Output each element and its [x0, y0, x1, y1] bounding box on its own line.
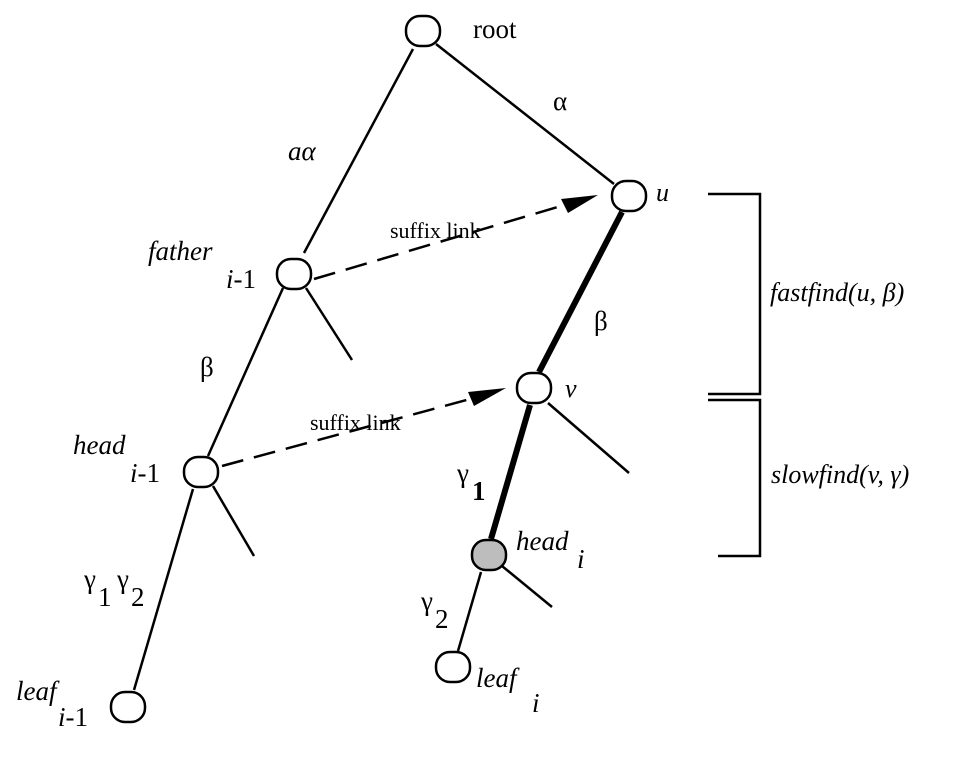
label-leaf-i: leaf [476, 663, 517, 693]
label-edge-v-head-sub: 1 [472, 476, 486, 506]
suffix-link-arrowhead-1 [561, 195, 598, 213]
fastfind-bracket [708, 192, 762, 396]
label-edge-root-u: α [553, 86, 568, 116]
label-head-i: head [516, 526, 569, 556]
node-leaf-i [434, 650, 472, 684]
label-v: v [565, 374, 577, 403]
label-edge-head-leaf-b-sub: 2 [131, 582, 145, 612]
label-root: root [473, 14, 517, 44]
label-edge-head-leaf-b: γ [117, 564, 129, 594]
edge-u-v [536, 210, 625, 374]
label-edge-u-v: β [594, 306, 608, 336]
label-edge-head-leaf-a: γ [84, 564, 96, 594]
label-edge-headi-leafi-sub: 2 [435, 604, 449, 634]
suffix-link-arrowhead-2 [468, 388, 506, 406]
edge-root-father [302, 48, 415, 254]
edge-head-leaf [132, 488, 195, 691]
label-edge-father-head: β [200, 352, 214, 382]
label-head-prev: head [73, 430, 126, 460]
edge-v-headi [488, 404, 533, 540]
label-slowfind: slowfind(v, γ) [771, 460, 910, 489]
node-leaf-prev [109, 690, 147, 724]
edge-root-u [435, 43, 615, 185]
label-u: u [656, 178, 669, 207]
suffix-link-arrow-1 [313, 202, 569, 281]
node-father [275, 257, 313, 291]
label-edge-root-father: aα [288, 136, 316, 166]
label-suffix-link-1: suffix link [390, 218, 481, 243]
edge-father-stub [304, 287, 354, 361]
label-father: father [148, 236, 213, 266]
node-root [404, 14, 442, 48]
label-suffix-link-2: suffix link [310, 410, 401, 435]
label-head-prev-sub: i-1 [130, 458, 161, 488]
label-leaf-prev: leaf [16, 676, 57, 706]
edge-headi-leafi [456, 571, 483, 652]
edge-headi-stub [501, 565, 553, 608]
label-edge-head-leaf-a-sub: 1 [98, 582, 112, 612]
edge-v-stub [547, 402, 630, 474]
node-head-prev [182, 455, 220, 489]
node-v [515, 371, 553, 405]
suffix-link-arrow-2 [221, 396, 475, 468]
edge-head-stub [211, 485, 256, 557]
label-leaf-prev-sub: i-1 [58, 702, 89, 732]
label-edge-headi-leafi: γ [421, 586, 433, 616]
label-head-i-sub: i [577, 544, 585, 574]
label-leaf-i-sub: i [532, 688, 540, 718]
node-head-i [470, 538, 508, 572]
label-fastfind: fastfind(u, β) [770, 278, 905, 307]
label-father-sub: i-1 [226, 264, 257, 294]
label-edge-v-head: γ [457, 458, 469, 488]
slowfind-bracket [708, 398, 762, 558]
node-u [610, 179, 648, 213]
edge-father-head [206, 287, 285, 457]
